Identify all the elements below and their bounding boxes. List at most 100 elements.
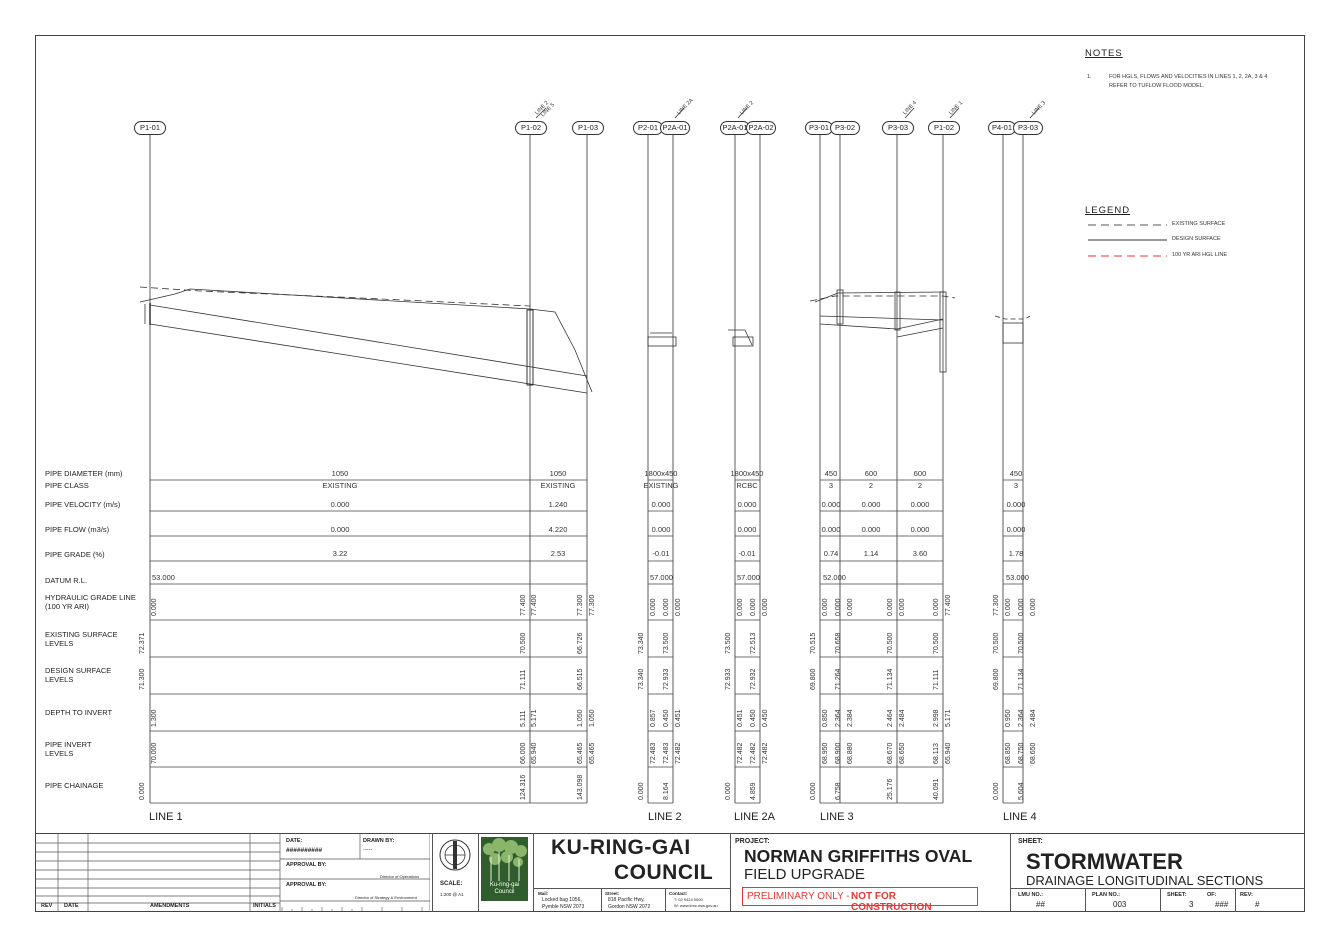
row-label-pipe-class: PIPE CLASS	[45, 481, 89, 490]
l1-s2-dia: 1050	[549, 469, 567, 478]
sheet-label: SHEET:	[1018, 838, 1043, 845]
council-name-1: KU-RING-GAI	[551, 836, 691, 859]
street-line1: 818 Pacific Hwy,	[608, 897, 645, 903]
north-arrow-icon	[439, 839, 471, 871]
approval-box	[280, 833, 430, 912]
line1-pipe-bottom	[149, 323, 588, 394]
date-value: ##########	[286, 847, 323, 854]
row-label-datum: DATUM R.L.	[45, 576, 87, 585]
l3-hgl-4: 0.000	[899, 598, 906, 616]
l3-chainage-3: 40.091	[933, 778, 940, 800]
l3-depth-6: 5.171	[945, 709, 952, 727]
l3-depth-2: 2.384	[847, 709, 854, 727]
street-label: Street:	[605, 891, 620, 896]
preliminary-stamp: PRELIMINARY ONLY - NOT FOR CONSTRUCTION	[742, 887, 978, 913]
l3-chainage-0: 0.000	[810, 782, 817, 800]
date-label: DATE:	[286, 838, 303, 844]
logo-text-1: Ku-ring-gai	[489, 882, 520, 888]
line4-pipe	[1002, 322, 1024, 344]
line3-label: LINE 3	[820, 811, 854, 823]
row-label-dsl-1: DESIGN SURFACE	[45, 666, 112, 675]
l4-vel: 0.000	[1006, 500, 1026, 509]
l4-class: 3	[1013, 481, 1019, 490]
line3-existing-surface	[809, 295, 956, 302]
l3-hgl-1: 0.000	[835, 598, 842, 616]
scale-value: 1:200 @ A1	[440, 892, 464, 897]
l2-dia: 1800x450	[644, 469, 678, 478]
l1-hgl-3: 77.300	[577, 594, 584, 616]
l1-invert-4: 65.465	[589, 742, 596, 764]
l3-hgl-3: 0.000	[887, 598, 894, 616]
pit-p3-02: P3-02	[830, 121, 860, 135]
l3-s3-dia: 600	[913, 469, 927, 478]
l2a-vel: 0.000	[737, 500, 757, 509]
l4-dsl-1: 71.134	[1018, 668, 1025, 690]
l1-datum: 53.000	[152, 573, 175, 582]
legend-existing-label: EXISTING SURFACE	[1172, 221, 1226, 227]
line4-label: LINE 4	[1003, 811, 1037, 823]
sheetno-label: SHEET:	[1167, 892, 1187, 898]
l2-hgl-0: 0.000	[650, 598, 657, 616]
approval2-role: Director of Strategy & Environment	[355, 895, 417, 900]
row-label-esl-1: EXISTING SURFACE	[45, 630, 118, 639]
l2-dsl-0: 73.340	[638, 668, 645, 690]
l2-chainage-1: 8.164	[663, 782, 670, 800]
l4-chainage-0: 0.000	[993, 782, 1000, 800]
l2a-depth-2: 0.450	[762, 709, 769, 727]
approval1-role: Director of Operations	[380, 874, 420, 879]
l4-esl-1: 70.500	[1018, 632, 1025, 654]
project-label: PROJECT:	[735, 838, 770, 845]
l1-esl-2: 66.726	[577, 632, 584, 654]
l1-invert-1: 66.000	[520, 742, 527, 764]
amend-date-header: DATE	[64, 903, 79, 909]
l3-chainage-1: 6.758	[835, 782, 842, 800]
l2-esl-1: 73.500	[663, 632, 670, 654]
l4-chainage-1: 5.604	[1018, 782, 1025, 800]
l1-hgl-2: 77.400	[531, 594, 538, 616]
l1-hgl-0: 0.000	[151, 598, 158, 616]
l2a-flow: 0.000	[737, 525, 757, 534]
l4-depth-2: 2.484	[1030, 709, 1037, 727]
l1-s1-dia: 1050	[331, 469, 349, 478]
l3-s1-class: 3	[828, 481, 834, 490]
line2-label: LINE 2	[648, 811, 682, 823]
prelim-text-b: NOT FOR CONSTRUCTION	[851, 891, 932, 913]
l3-dsl-2: 71.134	[887, 668, 894, 690]
l3-s3-class: 2	[917, 481, 923, 490]
l1-esl-0: 72.371	[139, 632, 146, 654]
council-name-2: COUNCIL	[614, 861, 714, 884]
l1-invert-0: 70.000	[151, 742, 158, 764]
l2-dsl-1: 72.933	[663, 668, 670, 690]
l3-s1-vel: 0.000	[821, 500, 841, 509]
line3-design-surface	[814, 291, 946, 303]
l3-datum: 52.000	[823, 573, 846, 582]
l3-invert-4: 68.650	[899, 742, 906, 764]
l3-s1-dia: 450	[824, 469, 838, 478]
l1-invert-2: 65.940	[531, 742, 538, 764]
l2a-invert-1: 72.482	[750, 742, 757, 764]
legend-design-label: DESIGN SURFACE	[1172, 236, 1221, 242]
legend-heading: LEGEND	[1085, 205, 1131, 216]
l1-s2-vel: 1.240	[548, 500, 568, 509]
l2-invert-0: 72.483	[650, 742, 657, 764]
l1-s2-grade: 2.53	[550, 549, 566, 558]
l2a-invert-0: 72.482	[737, 742, 744, 764]
l3-invert-2: 68.880	[847, 742, 854, 764]
l4-invert-1: 68.750	[1018, 742, 1025, 764]
pit-p1-01: P1-01	[134, 121, 166, 135]
l1-s2-class: EXISTING	[540, 481, 576, 490]
l3-invert-1: 68.900	[835, 742, 842, 764]
l4-datum: 53.000	[1006, 573, 1029, 582]
mail-label: Mail:	[538, 891, 549, 896]
mail-line2: Pymble NSW 2073	[542, 904, 585, 910]
row-label-dsl-2: LEVELS	[45, 675, 74, 684]
row-label-esl-2: LEVELS	[45, 639, 74, 648]
approval2-label: APPROVAL BY:	[286, 882, 327, 888]
l2-invert-2: 72.482	[675, 742, 682, 764]
plan-label: PLAN NO.:	[1092, 892, 1121, 898]
l1-s1-class: EXISTING	[322, 481, 358, 490]
l4-depth-0: 0.950	[1005, 709, 1012, 727]
row-label-pipe-grade: PIPE GRADE (%)	[45, 550, 105, 559]
profile-drawing	[139, 107, 1040, 804]
l2-esl-0: 73.340	[638, 632, 645, 654]
